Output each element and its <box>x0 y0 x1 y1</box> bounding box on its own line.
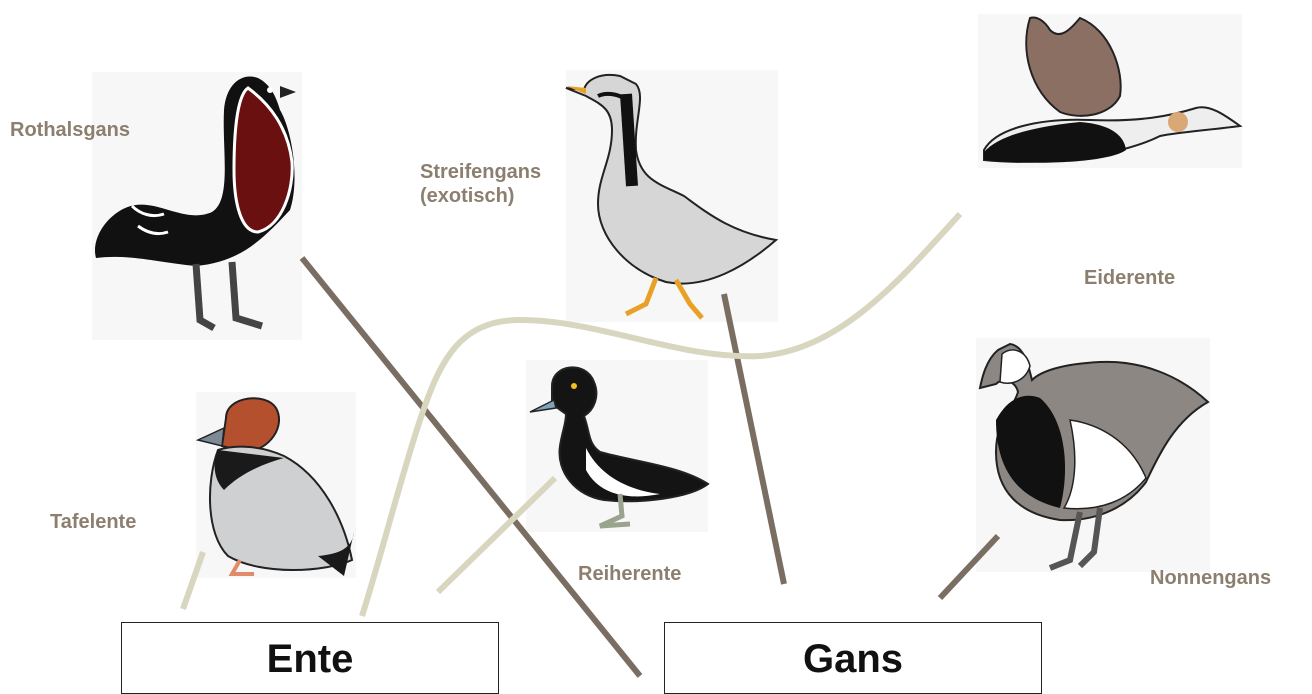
nonnengans-illustration <box>976 338 1210 572</box>
label-tafelente: Tafelente <box>50 510 136 534</box>
category-box-ente[interactable]: Ente <box>121 622 499 694</box>
label-nonnengans: Nonnengans <box>1150 566 1271 590</box>
category-gans-label: Gans <box>803 637 903 682</box>
label-reiherente: Reiherente <box>578 562 681 586</box>
line-tafelente-ente <box>183 552 203 609</box>
tafelente-illustration <box>196 392 356 578</box>
label-eiderente: Eiderente <box>1084 266 1175 290</box>
label-streifengans: Streifengans (exotisch) <box>420 160 541 208</box>
category-ente-label: Ente <box>267 637 354 682</box>
reiherente-illustration <box>526 360 708 532</box>
category-box-gans[interactable]: Gans <box>664 622 1042 694</box>
rothalsgans-illustration <box>92 72 302 340</box>
label-rothalsgans: Rothalsgans <box>10 118 130 142</box>
label-streifengans-line1: Streifengans <box>420 160 541 184</box>
label-streifengans-line2: (exotisch) <box>420 184 541 208</box>
streifengans-illustration <box>566 70 778 322</box>
eiderente-illustration <box>978 14 1242 168</box>
line-streifengans-gans <box>724 294 784 584</box>
